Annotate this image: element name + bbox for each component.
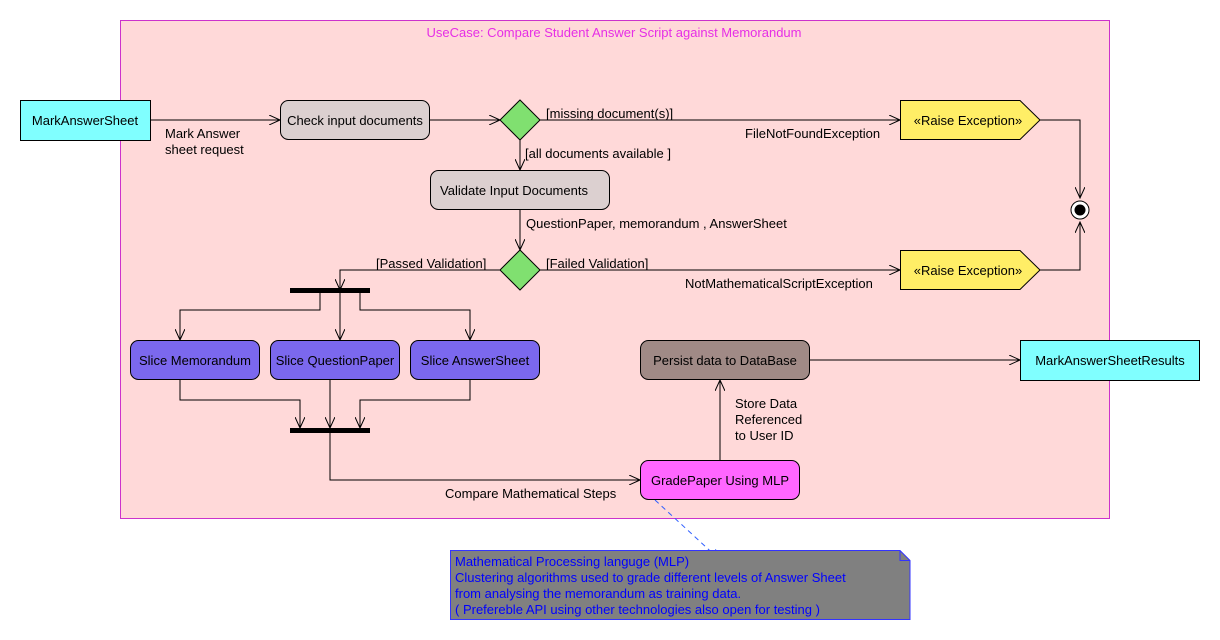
join-bar [290,428,370,433]
raise-exception-1-label: «Raise Exception» [914,113,1022,128]
slice-answer-sheet-node[interactable] [410,340,540,380]
edge-fork-to-slice-memo [180,293,321,340]
edge-slice-memo-to-join [179,380,300,428]
mlp-note-fold [899,550,910,561]
edge-exception1-to-final [1040,119,1080,198]
label-store-line1: Store Data [735,396,798,411]
persist-data-node[interactable] [640,340,810,380]
usecase-title: UseCase: Compare Student Answer Script a… [426,25,801,40]
decision-documents[interactable] [499,99,541,141]
label-store-line3: to User ID [735,428,794,443]
slice-answer-sheet-label: Slice AnswerSheet [421,353,530,368]
label-not-math-script: NotMathematicalScriptException [685,276,873,291]
raise-exception-2-label: «Raise Exception» [914,263,1022,278]
label-validate-outputs: QuestionPaper, memorandum , AnswerSheet [526,216,787,231]
persist-data-label: Persist data to DataBase [653,353,797,368]
grade-paper-label: GradePaper Using MLP [651,473,789,488]
results-label: MarkAnswerSheetResults [1035,353,1185,368]
fork-bar [290,288,370,293]
label-failed-validation: [Failed Validation] [546,256,648,271]
label-compare-steps: Compare Mathematical Steps [445,486,617,501]
final-node-inner [1074,204,1086,216]
label-request-line2: sheet request [165,142,244,157]
slice-memorandum-label: Slice Memorandum [139,353,251,368]
slice-memorandum-node[interactable] [130,340,260,380]
edge-join-to-grade [329,433,640,480]
edge-exception2-to-final [1040,222,1080,271]
mark-answer-sheet-label: MarkAnswerSheet [32,113,139,128]
results-node[interactable] [1020,340,1200,381]
mark-answer-sheet-node[interactable] [20,100,151,141]
label-passed-validation: [Passed Validation] [376,256,486,271]
note-line-2: Clustering algorithms used to grade diff… [455,570,846,585]
note-line-3: from analysing the memorandum as trainin… [455,586,741,601]
slice-question-paper-label: Slice QuestionPaper [276,353,395,368]
validate-input-node[interactable] [430,170,610,210]
label-file-not-found: FileNotFoundException [745,126,880,141]
edge-fork-to-slice-answer [359,293,470,340]
grade-paper-node[interactable] [640,460,800,500]
mlp-note[interactable] [450,550,911,620]
raise-exception-2-node[interactable] [900,250,1041,290]
check-input-node[interactable] [280,100,430,140]
validate-input-label: Validate Input Documents [440,183,588,198]
label-request-line1: Mark Answer [165,126,241,141]
check-input-label: Check input documents [287,113,423,128]
decision-validation[interactable] [499,249,541,291]
edge-passed-to-fork [340,269,500,290]
note-line-1: Mathematical Processing languge (MLP) [455,554,689,569]
slice-question-paper-node[interactable] [270,340,400,380]
label-all-docs: [all documents available ] [525,146,671,161]
note-line-4: ( Prefereble API using other technologie… [455,602,820,617]
edge-slice-answer-to-join [360,380,471,428]
raise-exception-1-node[interactable] [900,100,1041,140]
label-missing-docs: [missing document(s)] [546,106,673,121]
label-store-line2: Referenced [735,412,802,427]
